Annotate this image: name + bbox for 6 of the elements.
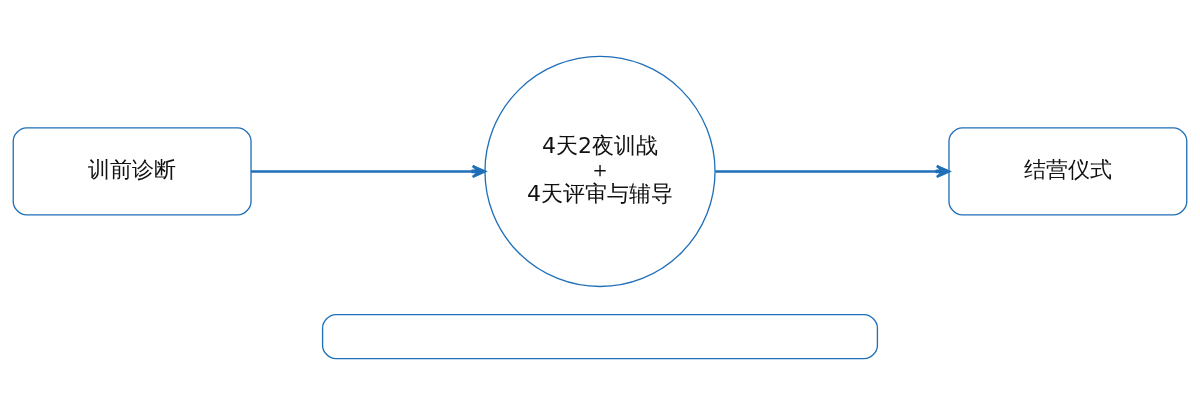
- arrow: [715, 164, 951, 178]
- node-box: 训前诊断: [12, 126, 252, 216]
- node-circle: 4天2夜训战 ＋ 4天评审与辅导: [484, 55, 716, 287]
- arrow: [251, 164, 486, 178]
- node-box: [321, 313, 879, 359]
- node-box: 结营仪式: [948, 126, 1188, 216]
